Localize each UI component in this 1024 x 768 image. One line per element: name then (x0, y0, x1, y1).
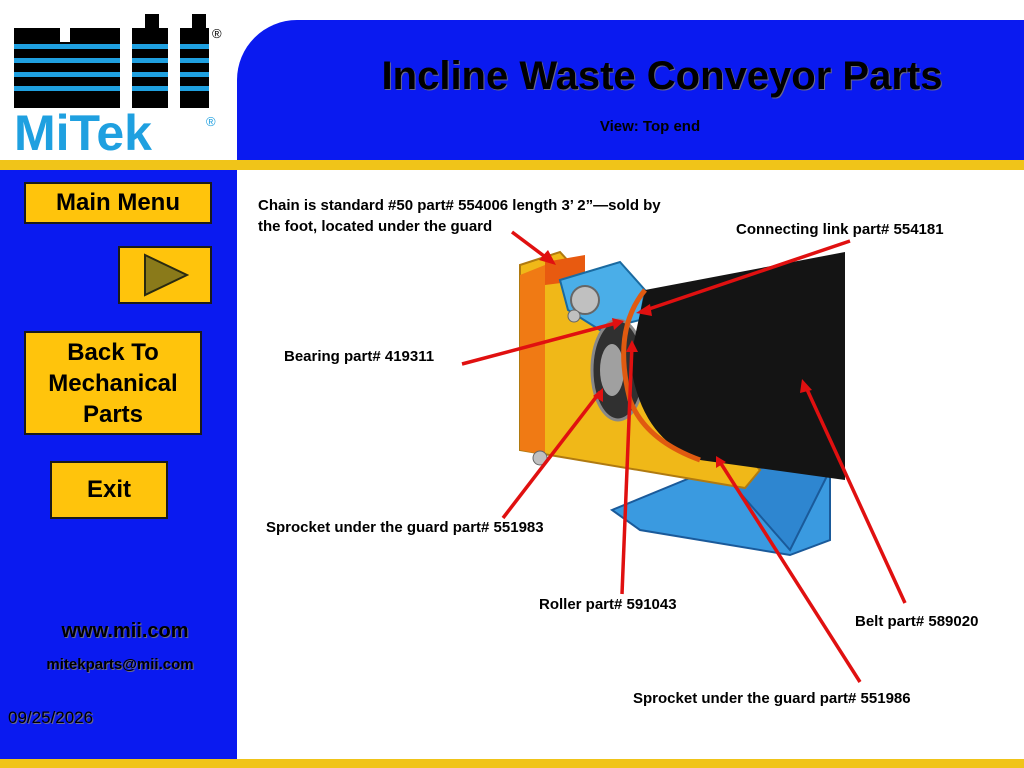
registered-mark-top: ® (212, 26, 222, 41)
roller-pointer (620, 344, 634, 595)
header-band (237, 20, 1024, 161)
play-triangle-icon (144, 253, 189, 297)
main-menu-button[interactable]: Main Menu (24, 182, 212, 224)
pointer-lines (461, 230, 907, 683)
belt-pointer (803, 384, 907, 604)
website-link[interactable]: www.mii.com (61, 620, 189, 642)
conveyor-photo (519, 250, 845, 557)
mitek-logo: ® MiTek ® (14, 14, 222, 161)
pointer-arrowheads (539, 250, 812, 468)
page-title: Incline Waste Conveyor Parts (381, 54, 943, 98)
email-link[interactable]: mitekparts@mii.com (46, 656, 194, 673)
registered-mark-bottom: ® (206, 114, 216, 129)
sprocket-1-pointer (501, 390, 602, 520)
belt-label: Belt part# 589020 (855, 613, 979, 630)
back-to-mechanical-parts-button[interactable]: Back To Mechanical Parts (24, 331, 202, 435)
page-subtitle: View: Top end (599, 118, 701, 135)
bearing-label: Bearing part# 419311 (284, 348, 435, 365)
sprocket-2-label: Sprocket under the guard part# 551986 (633, 690, 911, 707)
chain-label: Chain is standard #50 part# 554006 lengt… (258, 197, 661, 235)
connecting-link-pointer (639, 239, 851, 314)
roller-label: Roller part# 591043 (539, 596, 677, 613)
footer-divider (0, 759, 1024, 768)
exit-button[interactable]: Exit (50, 461, 168, 519)
logo-brand-text: MiTek (14, 105, 152, 160)
sprocket-1-label: Sprocket under the guard part# 551983 (266, 519, 544, 536)
sprocket-2-pointer (718, 461, 862, 683)
mii-logo-mark (14, 14, 209, 108)
logo-area: ® MiTek ® (0, 0, 237, 161)
date-text: 09/25/2026 (8, 708, 94, 727)
bearing-pointer (461, 320, 621, 366)
next-button[interactable] (118, 246, 212, 304)
connecting-link-label: Connecting link part# 554181 (736, 221, 944, 238)
header-divider (0, 160, 1024, 170)
